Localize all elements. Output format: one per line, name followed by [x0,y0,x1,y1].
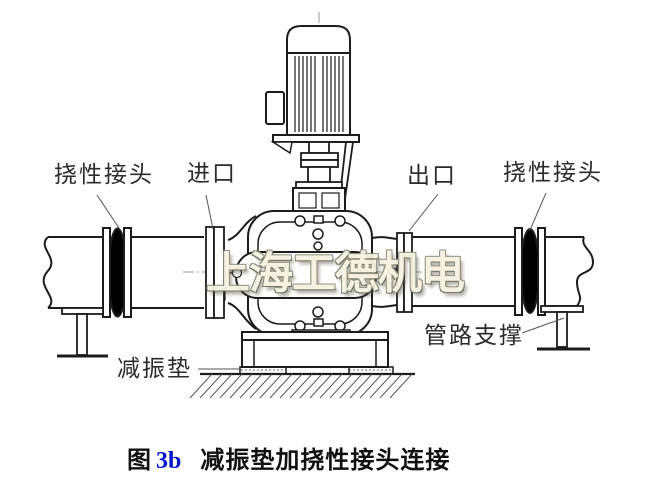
ground-hatching [189,373,413,399]
caption-prefix: 图 [127,448,151,474]
motor [265,25,360,214]
label-flexible-joint-right: 挠性接头 [503,160,603,185]
label-outlet: 出口 [407,163,457,188]
joint-flange [123,227,132,318]
leader-inlet [205,194,214,230]
joint-flange [102,227,111,318]
pump-flanges [205,226,413,319]
leader-pipe-support [521,317,565,334]
caption-title: 减振垫加挠性接头连接 [200,448,451,474]
inlet-flange-bolt [231,267,243,279]
motor-fins [294,56,344,132]
pipe-break-left [42,236,53,309]
motor-terminal-box [265,91,285,125]
leader-lines [96,192,565,370]
pipe-break-right [575,236,595,307]
ground [189,372,415,399]
motor-body [286,52,351,136]
flexible-joint-left-group [102,227,132,318]
motor-flange [272,134,360,143]
flexible-joint-right-bellows [520,228,540,314]
joint-flange [514,227,523,316]
pump-body [213,210,398,336]
joint-flange [537,227,546,316]
flexible-joint-right-group [514,227,546,316]
base-frame [239,331,394,375]
outlet-flange-bolt [388,267,398,277]
pump-bolts [294,215,346,332]
base-web [241,339,389,368]
leader-outlet [408,193,439,232]
caption-number: 3b [156,448,182,474]
pipe-support-right-group [537,305,590,351]
motor-flange-bracket [270,141,293,155]
pipe-support-left-group [57,307,108,358]
pump-outlet-cone [371,236,398,308]
motor-cap [286,25,351,54]
coupling [291,141,346,221]
pump-inlet-cone [227,215,257,330]
label-flexible-joint-left: 挠性接头 [54,162,154,187]
label-pipe-support: 管路支撑 [424,323,524,348]
base-top-plate [241,331,389,341]
watermark-text: 上海工德机电 [206,249,465,298]
leader-flexible-joint-left [96,194,120,229]
leader-flexible-joint-right [529,192,547,231]
label-inlet: 进口 [187,161,237,186]
label-vibration-pad: 减振垫 [117,356,192,381]
